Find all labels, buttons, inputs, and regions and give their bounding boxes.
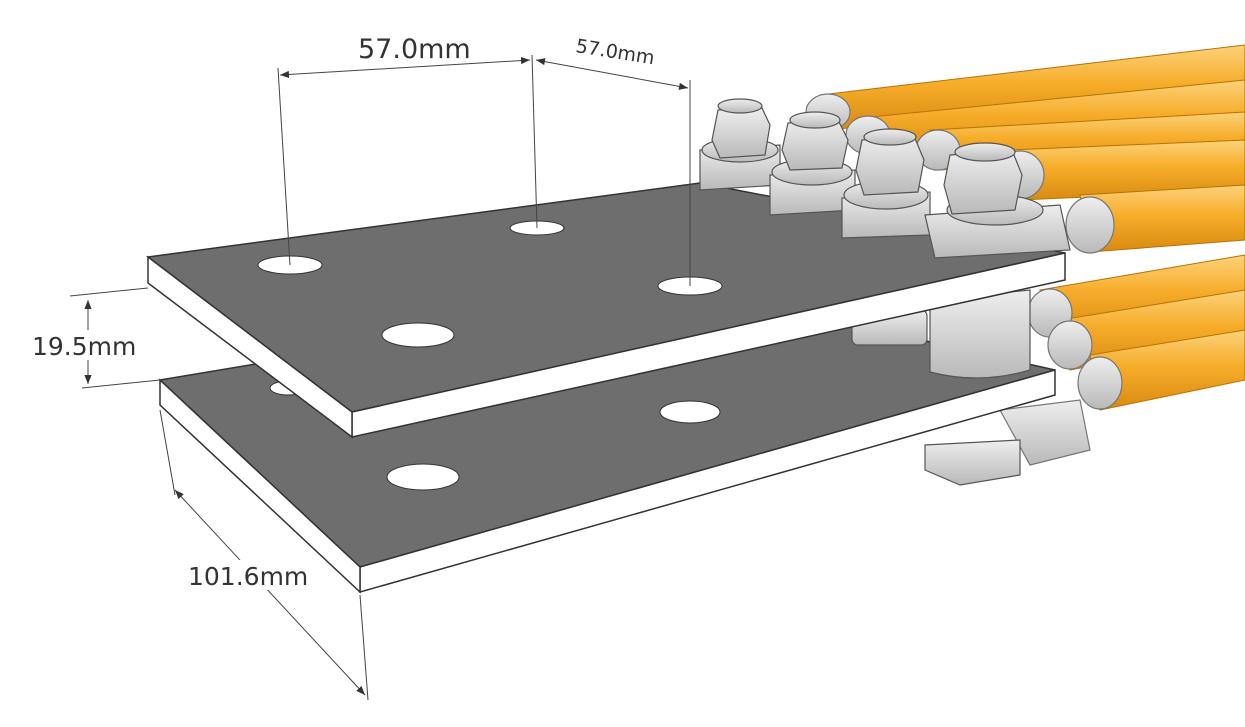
dimension-plate-width <box>159 409 369 701</box>
bolt <box>924 142 1071 259</box>
bolts <box>699 98 1071 259</box>
bolt <box>769 111 856 216</box>
hole-spacing-2-label: 57.0mm <box>574 35 656 69</box>
bolt <box>841 128 931 239</box>
hole <box>386 463 460 491</box>
bolt <box>699 98 781 191</box>
plate-gap-label: 19.5mm <box>32 332 136 361</box>
dimension-hole-spacing-1 <box>277 54 691 286</box>
hole-spacing-1-label: 57.0mm <box>358 34 471 65</box>
hole <box>381 322 455 348</box>
hole <box>659 400 721 424</box>
plate-width-label: 101.6mm <box>188 562 308 591</box>
top-plate <box>146 182 1066 439</box>
